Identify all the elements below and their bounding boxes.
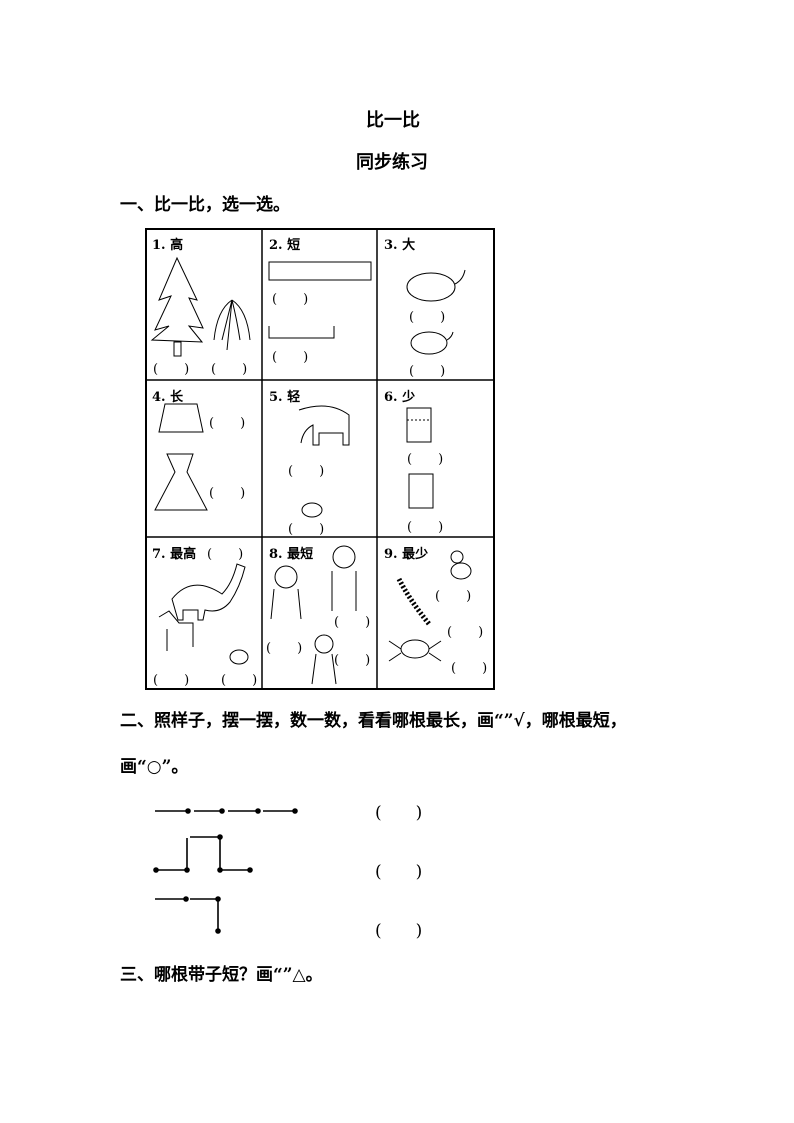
cell-less-water-cup: 6. 少 ( ) ( ) xyxy=(379,382,495,539)
answer-blank[interactable]: ( ) xyxy=(375,803,423,823)
answer-blank[interactable]: ( ) xyxy=(272,292,309,307)
answer-blank[interactable]: ( ) xyxy=(334,653,371,668)
cup-icons xyxy=(406,407,434,509)
answer-blank[interactable]: ( ) xyxy=(266,641,303,656)
cell-label: 8. 最短 xyxy=(269,547,314,562)
section2-heading: 二、照样子，摆一摆，数一数，看看哪根最长，画“”√，哪根最短， xyxy=(120,711,627,731)
answer-blank[interactable]: ( ) xyxy=(409,310,446,325)
answer-blank[interactable]: ( ) xyxy=(272,350,309,365)
answer-blank[interactable]: ( ) xyxy=(153,673,190,688)
cell-tallest-animal: 7. 最高 ( ) ( ) ( ) xyxy=(147,539,263,692)
answer-blank[interactable]: ( ) xyxy=(211,362,248,377)
answer-blank[interactable]: ( ) xyxy=(334,615,371,630)
stick-figures xyxy=(153,808,298,934)
answer-blank[interactable]: ( ) xyxy=(207,547,244,562)
answer-blank[interactable]: ( ) xyxy=(447,625,484,640)
answer-blank[interactable]: ( ) xyxy=(435,589,472,604)
picture-grid: 1. 高 ( ) ( ) 2. 短 ( ) ( ) 3. 大 ( ) ( ) xyxy=(145,228,495,690)
answer-blank[interactable]: ( ) xyxy=(153,362,190,377)
cell-label: 1. 高 xyxy=(152,238,184,253)
answer-blank[interactable]: ( ) xyxy=(375,921,423,941)
cell-bigger-teapot: 3. 大 ( ) ( ) xyxy=(379,230,495,382)
answer-blank[interactable]: ( ) xyxy=(409,364,446,379)
animal-icons xyxy=(158,563,249,665)
animal-icons xyxy=(388,550,472,662)
skirt-icons xyxy=(154,403,208,511)
page-title: 比一比 xyxy=(366,110,420,131)
cell-label: 3. 大 xyxy=(384,238,416,253)
cell-longer-skirt: 4. 长 ( ) ( ) xyxy=(147,382,263,539)
answer-blank[interactable]: ( ) xyxy=(407,520,444,535)
grid-lines xyxy=(145,228,495,690)
cell-label: 5. 轻 xyxy=(269,390,301,405)
cell-tallest-tree: 1. 高 ( ) ( ) xyxy=(147,230,263,382)
answer-blank[interactable]: ( ) xyxy=(288,522,325,537)
teapot-icons xyxy=(406,269,466,355)
cell-label: 2. 短 xyxy=(269,238,301,253)
answer-blank[interactable]: ( ) xyxy=(209,486,246,501)
answer-blank[interactable]: ( ) xyxy=(288,464,325,479)
cell-label: 9. 最少 xyxy=(384,547,429,562)
cell-label: 7. 最高 xyxy=(152,547,197,562)
section2-heading-cont: 画“○”。 xyxy=(120,757,189,777)
cell-shorter-ruler: 2. 短 ( ) ( ) xyxy=(264,230,379,382)
cell-shortest-person: 8. 最短 ( ) ( ) ( ) xyxy=(264,539,379,692)
cell-fewest-legs: 9. 最少 ( ) ( ) ( ) xyxy=(379,539,495,692)
cell-label: 4. 长 xyxy=(152,390,184,405)
tree-icons xyxy=(150,256,251,357)
section1-heading: 一、比一比，选一选。 xyxy=(120,195,290,215)
answer-blank[interactable]: ( ) xyxy=(407,452,444,467)
answer-blank[interactable]: ( ) xyxy=(451,661,488,676)
cell-label: 6. 少 xyxy=(384,390,416,405)
answer-blank[interactable]: ( ) xyxy=(221,673,258,688)
cell-lighter-animal: 5. 轻 ( ) ( ) xyxy=(264,382,379,539)
animal-icons xyxy=(298,405,350,518)
answer-blank[interactable]: ( ) xyxy=(209,416,246,431)
page-subtitle: 同步练习 xyxy=(356,152,428,173)
ruler-icons xyxy=(268,261,372,339)
section3-heading: 三、哪根带子短？画“”△。 xyxy=(120,965,323,985)
person-icons xyxy=(270,545,357,685)
answer-blank[interactable]: ( ) xyxy=(375,862,423,882)
